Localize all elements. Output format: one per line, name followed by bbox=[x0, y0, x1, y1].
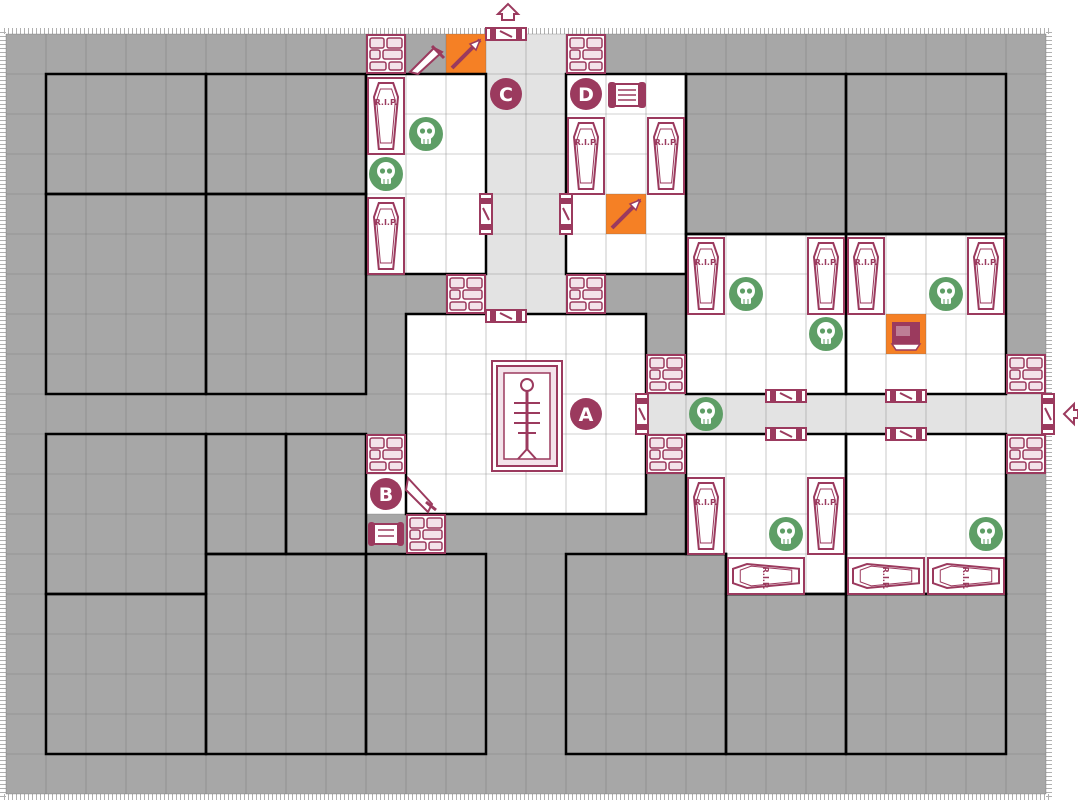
room-markers: A B C D bbox=[370, 78, 602, 510]
entrance-top-arrow-icon[interactable] bbox=[495, 2, 521, 21]
coffin[interactable]: R.I.P. bbox=[367, 77, 405, 155]
rubble-tile[interactable] bbox=[366, 34, 406, 74]
door[interactable] bbox=[1041, 393, 1055, 435]
room-marker-label: A bbox=[579, 404, 594, 426]
coffin[interactable]: R.I.P. bbox=[687, 477, 725, 555]
svg-text:R.I.P.: R.I.P. bbox=[695, 498, 718, 507]
svg-text:R.I.P.: R.I.P. bbox=[815, 258, 838, 267]
coffin[interactable]: R.I.P. bbox=[847, 557, 925, 595]
coffin[interactable]: R.I.P. bbox=[807, 237, 845, 315]
coffin[interactable]: R.I.P. bbox=[727, 557, 805, 595]
skull-icon[interactable] bbox=[809, 317, 843, 351]
room-marker-a[interactable]: A bbox=[570, 398, 602, 430]
rubble-tile[interactable] bbox=[646, 354, 686, 394]
spear-icon[interactable] bbox=[610, 198, 642, 230]
room-marker-d[interactable]: D bbox=[570, 78, 602, 110]
door[interactable] bbox=[635, 393, 649, 435]
skull-icon[interactable] bbox=[409, 117, 443, 151]
sword-icon[interactable] bbox=[404, 475, 437, 514]
room-marker-c[interactable]: C bbox=[490, 78, 522, 110]
skull-icon[interactable] bbox=[969, 517, 1003, 551]
skull-icon[interactable] bbox=[369, 157, 403, 191]
coffins: R.I.P. R.I.P. R.I.P. R.I.P. R.I.P. R.I.P. R.I.… bbox=[367, 77, 1005, 595]
scroll-icon[interactable] bbox=[368, 522, 404, 546]
sarcophagus[interactable] bbox=[491, 360, 563, 472]
room-marker-label: D bbox=[578, 84, 594, 106]
svg-text:R.I.P.: R.I.P. bbox=[961, 567, 970, 590]
rubble-tiles bbox=[366, 34, 1046, 554]
room-marker-label: B bbox=[379, 484, 393, 506]
svg-text:R.I.P.: R.I.P. bbox=[375, 218, 398, 227]
doors bbox=[479, 27, 1055, 441]
rubble-tile[interactable] bbox=[646, 434, 686, 474]
svg-text:R.I.P.: R.I.P. bbox=[761, 567, 770, 590]
scroll-icon[interactable] bbox=[608, 82, 646, 108]
rubble-tile[interactable] bbox=[1006, 354, 1046, 394]
svg-text:R.I.P.: R.I.P. bbox=[881, 567, 890, 590]
monsters bbox=[369, 117, 1003, 551]
items bbox=[368, 38, 922, 546]
door[interactable] bbox=[479, 193, 493, 235]
room-marker-label: C bbox=[499, 84, 513, 106]
rubble-tile[interactable] bbox=[446, 274, 486, 314]
coffin[interactable]: R.I.P. bbox=[647, 117, 685, 195]
coffin[interactable]: R.I.P. bbox=[847, 237, 885, 315]
door[interactable] bbox=[885, 427, 927, 441]
chest-icon[interactable] bbox=[890, 322, 922, 351]
skull-icon[interactable] bbox=[689, 397, 723, 431]
spear-icon[interactable] bbox=[450, 38, 482, 70]
coffin[interactable]: R.I.P. bbox=[567, 117, 605, 195]
coffin[interactable]: R.I.P. bbox=[367, 197, 405, 275]
door[interactable] bbox=[485, 27, 527, 41]
rubble-tile[interactable] bbox=[1006, 434, 1046, 474]
skull-icon[interactable] bbox=[929, 277, 963, 311]
door[interactable] bbox=[559, 193, 573, 235]
skull-icon[interactable] bbox=[729, 277, 763, 311]
svg-text:R.I.P.: R.I.P. bbox=[975, 258, 998, 267]
coffin[interactable]: R.I.P. bbox=[807, 477, 845, 555]
door[interactable] bbox=[885, 389, 927, 403]
coffin[interactable]: R.I.P. bbox=[687, 237, 725, 315]
svg-text:R.I.P.: R.I.P. bbox=[375, 98, 398, 107]
entrance-right-arrow-icon[interactable] bbox=[1062, 401, 1078, 427]
rubble-tile[interactable] bbox=[566, 274, 606, 314]
door[interactable] bbox=[485, 309, 527, 323]
rubble-tile[interactable] bbox=[566, 34, 606, 74]
svg-text:R.I.P.: R.I.P. bbox=[655, 138, 678, 147]
skull-icon[interactable] bbox=[769, 517, 803, 551]
svg-text:R.I.P.: R.I.P. bbox=[575, 138, 598, 147]
rubble-tile[interactable] bbox=[366, 434, 406, 474]
sword-icon[interactable] bbox=[408, 44, 446, 76]
coffin[interactable]: R.I.P. bbox=[927, 557, 1005, 595]
svg-text:R.I.P.: R.I.P. bbox=[855, 258, 878, 267]
svg-text:R.I.P.: R.I.P. bbox=[695, 258, 718, 267]
door[interactable] bbox=[765, 427, 807, 441]
coffin[interactable]: R.I.P. bbox=[967, 237, 1005, 315]
room-marker-b[interactable]: B bbox=[370, 478, 402, 510]
svg-text:R.I.P.: R.I.P. bbox=[815, 498, 838, 507]
door[interactable] bbox=[765, 389, 807, 403]
rubble-tile[interactable] bbox=[406, 514, 446, 554]
